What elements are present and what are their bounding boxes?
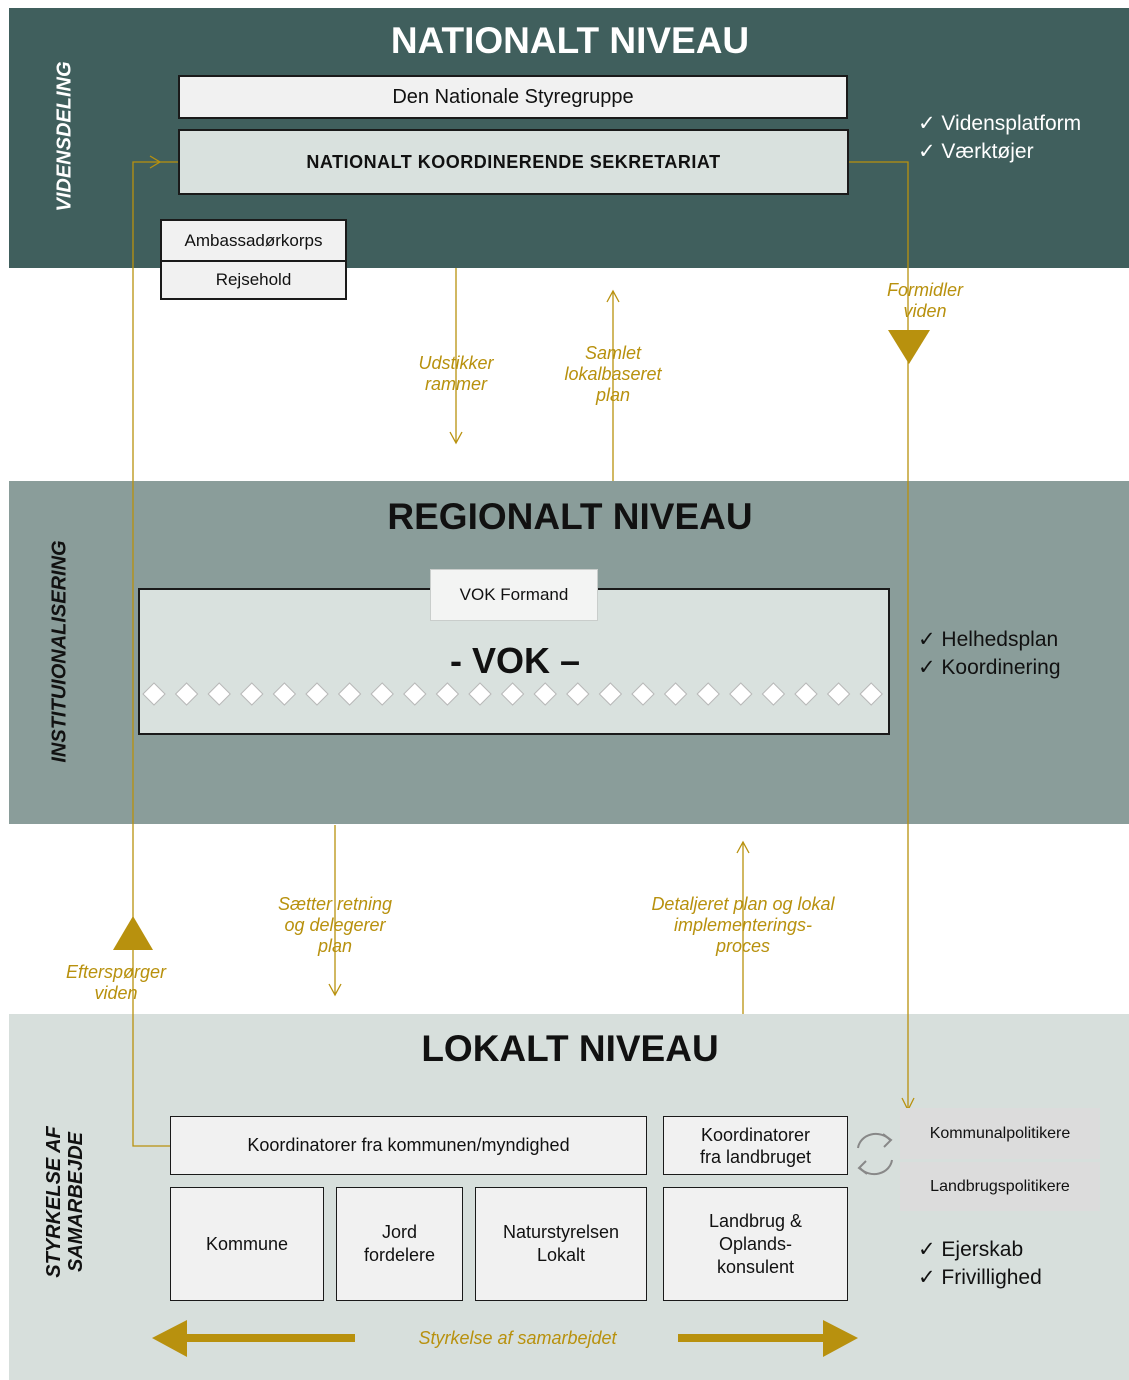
direction-down-arrowhead — [328, 983, 342, 997]
vok-member-diamond — [403, 682, 427, 706]
cooperation-label: Styrkelse af samarbejdet — [418, 1328, 617, 1348]
vok-member-diamond — [631, 682, 655, 706]
vok-member-diamond — [663, 682, 688, 706]
knowledge-dissemination-line — [849, 161, 909, 1108]
vok-member-diamond — [468, 682, 492, 706]
vok-member-diamond — [240, 682, 264, 706]
frames-down-arrowhead — [449, 431, 463, 445]
vok-member-diamond — [859, 682, 883, 706]
vok-member-diamond — [761, 682, 786, 706]
knowledge-request-line — [132, 161, 178, 1147]
vok-member-diamond — [826, 682, 851, 706]
regional-title: REGIONALT NIVEAU — [387, 496, 753, 537]
municipality-box: Kommune — [170, 1187, 324, 1301]
travel-team-box: Rejsehold — [160, 260, 347, 300]
dissemination-triangle — [888, 330, 930, 364]
vok-member-diamond — [305, 682, 329, 706]
cooperation-left-arrow — [152, 1320, 355, 1357]
vok-member-diamond — [142, 682, 166, 706]
local-title: LOKALT NIVEAU — [421, 1028, 719, 1069]
cooperation-right-arrow — [678, 1320, 858, 1357]
regional-check-2: ✓ Koordinering — [918, 656, 1061, 679]
detail-plan-up-arrowhead — [736, 840, 750, 854]
vok-member-diamond — [598, 682, 623, 706]
municipal-politicians-box: Kommunalpolitikere — [900, 1108, 1100, 1159]
national-title: NATIONALT NIVEAU — [390, 20, 750, 61]
vok-member-diamond — [272, 682, 297, 706]
vok-member-diamond — [533, 682, 557, 706]
local-check-1: ✓ Ejerskab — [918, 1238, 1024, 1261]
vok-member-diamond — [370, 682, 394, 706]
vok-member-diamond — [435, 682, 460, 706]
vok-member-diamond — [337, 682, 362, 706]
municipal-coordinators-box: Koordinatorer fra kommunen/myndighed — [170, 1116, 647, 1175]
national-check-1: ✓ Vidensplatform — [918, 112, 1082, 135]
knowledge-request-arrowhead — [149, 155, 162, 169]
national-check-2: ✓ Værktøjer — [918, 140, 1034, 163]
vok-chair-box: VOK Formand — [430, 569, 598, 621]
agricultural-politicians-box: Landbrugspolitikere — [900, 1162, 1100, 1211]
request-triangle — [113, 916, 153, 950]
steering-group-box: Den Nationale Styregruppe — [178, 75, 848, 119]
vok-member-diamond — [566, 682, 590, 706]
vok-member-diamond — [207, 682, 231, 706]
regional-check-1: ✓ Helhedsplan — [918, 628, 1059, 651]
vok-label: - VOK – — [449, 640, 581, 681]
cycle-icon — [857, 1132, 893, 1176]
vok-member-diamond — [500, 682, 525, 706]
plan-up-arrowhead — [606, 289, 620, 303]
agriculture-consultant-box: Landbrug &Oplands-konsulent — [663, 1187, 848, 1301]
local-check-2: ✓ Frivillighed — [918, 1266, 1042, 1289]
vok-member-diamond — [696, 682, 720, 706]
vok-member-diamond — [729, 682, 753, 706]
secretariat-box: NATIONALT KOORDINERENDE SEKRETARIAT — [178, 129, 849, 195]
vok-member-diamond — [794, 682, 818, 706]
ambassador-corps-box: Ambassadørkorps — [160, 219, 347, 262]
vok-member-diamond — [174, 682, 199, 706]
